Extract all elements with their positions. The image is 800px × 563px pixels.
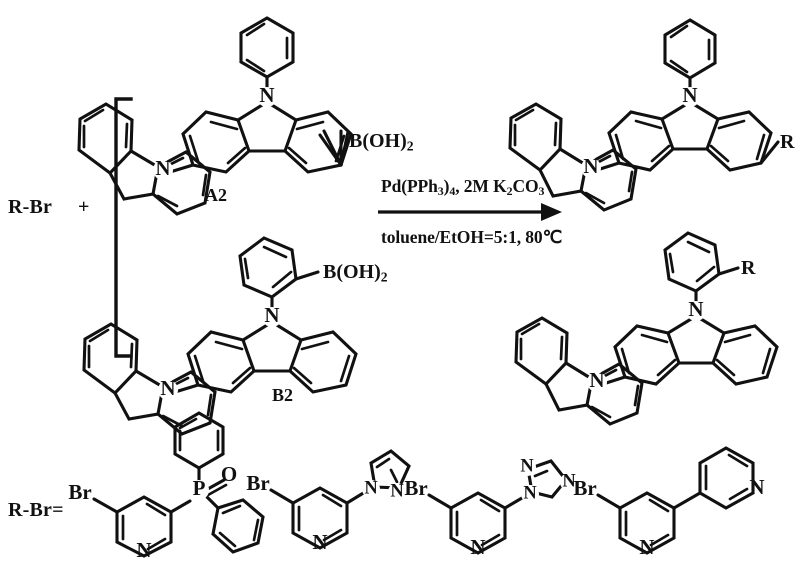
conditions-above-arrow: Pd(PPh3)4, 2M K2CO3 <box>381 176 545 198</box>
b2-carbazole-n2: N <box>160 376 175 400</box>
product-top-n1: N <box>682 83 697 107</box>
product-top-n2: N <box>583 154 598 178</box>
a2-boronic-acid-label: B(OH)2 <box>349 131 414 153</box>
rbr-substituent-1: Br N P O <box>68 411 265 562</box>
rbr3-azole-n4: N <box>562 471 576 491</box>
rbr2-bromine: Br <box>246 471 269 495</box>
rbr1-ring-nitrogen: N <box>136 538 151 562</box>
rbr-substituent-2: Br N N N <box>246 449 411 554</box>
a2-boh-sub: 2 <box>406 138 414 154</box>
conditions-below-arrow: toluene/EtOH=5:1, 80℃ <box>381 227 563 247</box>
rbr4-ring2-nitrogen: N <box>749 475 764 499</box>
b2-boh-sub: 2 <box>380 269 388 285</box>
structure-b2: N N <box>82 236 358 436</box>
product-bottom-r-label: R <box>741 257 756 279</box>
label-b2: B2 <box>272 385 294 405</box>
a2-carbazole-n1: N <box>259 83 274 107</box>
rbr3-ring-nitrogen: N <box>470 535 485 559</box>
label-a2: A2 <box>205 185 227 205</box>
rbr3-bromine: Br <box>404 476 427 500</box>
rbr3-azole-n1: N <box>523 483 537 503</box>
rbr3-azole-n2: N <box>520 456 534 476</box>
product-bottom-n2: N <box>589 368 604 392</box>
reaction-arrow <box>378 203 562 221</box>
b2-carbazole-n1: N <box>264 303 279 327</box>
rbr1-phosphorus: P <box>193 476 206 500</box>
product-top-r-label: R <box>780 131 795 153</box>
a2-carbazole-n2: N <box>155 156 170 180</box>
structure-product-bottom: N N <box>514 231 779 426</box>
b2-boronic-acid-label: B(OH)2 <box>323 262 388 284</box>
b2-boh-text: B(OH) <box>323 261 381 283</box>
rbr-definition-prefix: R-Br= <box>8 499 64 521</box>
rbr2-ring-nitrogen: N <box>312 530 327 554</box>
structure-a2: N N <box>77 16 353 216</box>
rbr-substituent-4: Br N N <box>573 446 765 559</box>
plus-sign: + <box>78 196 90 218</box>
rbr2-azole-n2: N <box>390 481 404 501</box>
structure-product-top: N N <box>508 18 780 212</box>
rbr2-azole-n1: N <box>364 478 378 498</box>
rbr4-bromine: Br <box>573 476 596 500</box>
a2-boh-text: B(OH) <box>349 130 407 152</box>
reactant-r-br-label: R-Br <box>8 196 53 218</box>
reactant-bracket <box>114 97 133 358</box>
rbr-substituent-3: Br N N N N <box>404 456 578 559</box>
rbr4-ring-nitrogen: N <box>639 535 654 559</box>
rbr1-oxygen: O <box>221 462 237 486</box>
rbr1-bromine: Br <box>68 480 91 504</box>
product-bottom-n1: N <box>688 297 703 321</box>
